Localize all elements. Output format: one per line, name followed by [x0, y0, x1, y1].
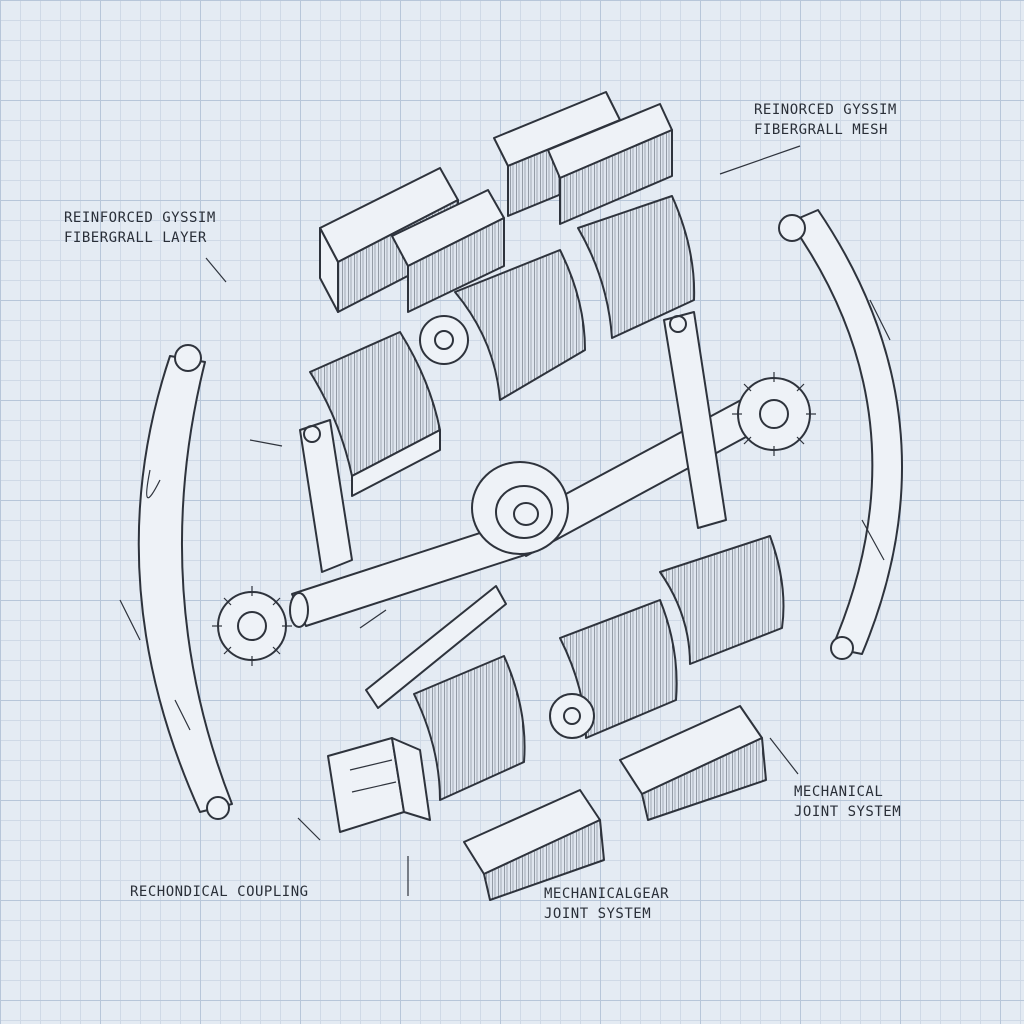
curved-guard-right: [778, 209, 903, 660]
callout-bottom-left: RECHONDICAL COUPLING: [130, 882, 309, 902]
gear-upper-center: [419, 315, 469, 365]
callout-bottom-center: MECHANICALGEAR JOINT SYSTEM: [544, 884, 669, 924]
callout-line: JOINT SYSTEM: [794, 804, 902, 820]
callout-line: MECHANICAL: [794, 784, 884, 800]
callout-top-left: REINFORCED GYSSIM FIBERGRALL LAYER: [64, 208, 216, 248]
callout-line: MECHANICALGEAR: [544, 886, 670, 902]
linkage-arm-right: [663, 311, 727, 529]
central-hub: [471, 461, 569, 555]
fiber-block-upper-center: [454, 249, 586, 401]
fiber-block-bottom-2: [619, 705, 767, 821]
callout-top-right: REINORCED GYSSIM FIBERGRALL MESH: [754, 100, 897, 140]
gear-lower-center: [549, 693, 595, 739]
callout-line: FIBERGRALL MESH: [754, 122, 888, 138]
callout-line: REINFORCED GYSSIM: [64, 210, 216, 226]
fiber-block-upper-left: [309, 331, 441, 497]
fiber-block-upper-right: [577, 195, 696, 339]
curved-guard-left: [119, 344, 233, 820]
gear-left: [212, 586, 292, 666]
callout-line: RECHONDICAL COUPLING: [130, 884, 309, 900]
coupling-housing: [327, 737, 431, 833]
fiber-block-lower-right-1: [659, 535, 785, 665]
fiber-block-lower-center: [413, 655, 526, 801]
callout-line: JOINT SYSTEM: [544, 906, 652, 922]
linkage-arm-lower: [365, 585, 507, 709]
callout-line: FIBERGRALL LAYER: [64, 230, 207, 246]
fiber-block-top-4: [547, 103, 673, 225]
fiber-block-top-2: [391, 189, 505, 313]
fiber-block-bottom-1: [463, 789, 605, 901]
callout-bottom-right: MECHANICAL JOINT SYSTEM: [794, 782, 901, 822]
callout-line: REINORCED GYSSIM: [754, 102, 897, 118]
gear-right: [732, 372, 816, 456]
linkage-arm-left: [299, 419, 353, 573]
leader-lines: [205, 145, 801, 896]
